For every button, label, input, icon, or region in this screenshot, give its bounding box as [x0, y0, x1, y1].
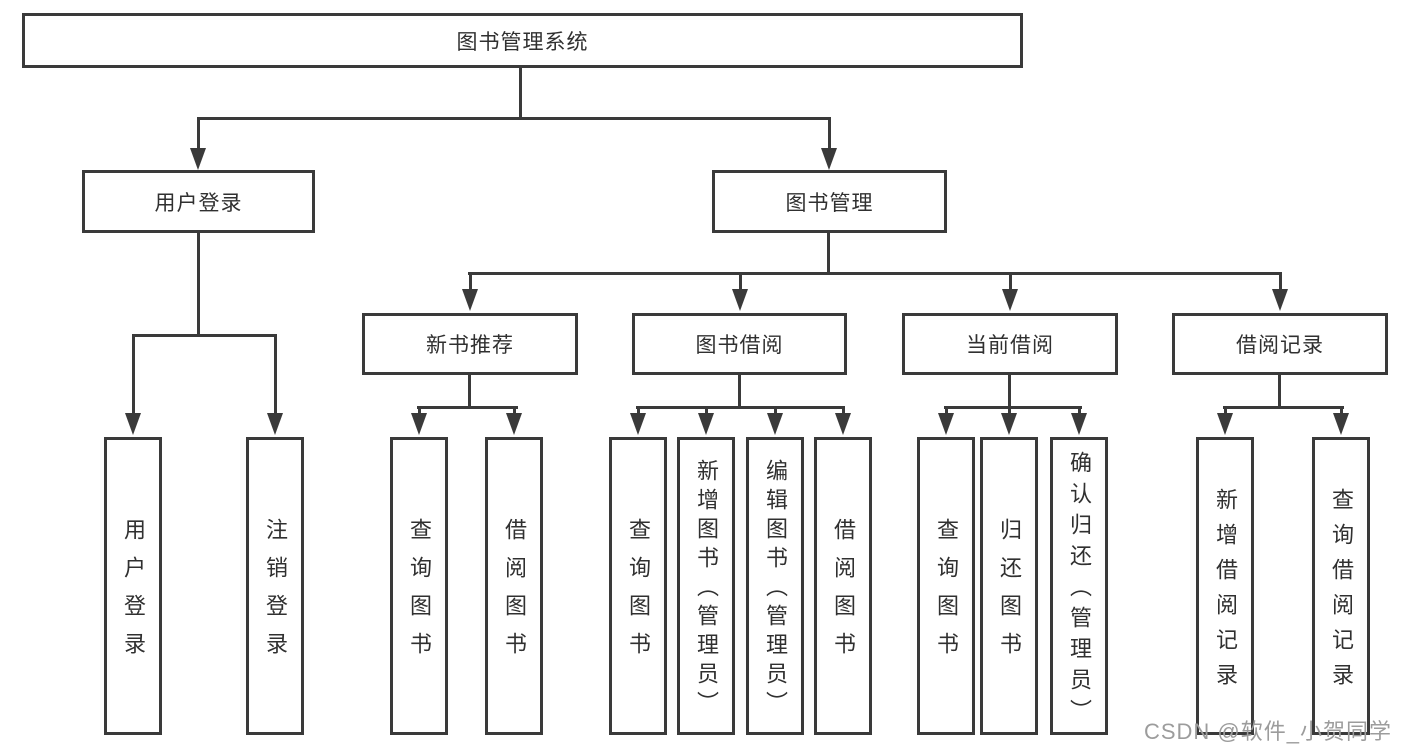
connector-line: [197, 117, 831, 120]
leaf-borrow-books-2: 借阅图书: [814, 437, 872, 735]
leaf-add-borrow-record-label: 新增借阅记录: [1213, 487, 1238, 698]
leaf-borrow-books-1: 借阅图书: [485, 437, 543, 735]
connector-line: [738, 375, 741, 409]
connector-arrow-shaft: [196, 117, 200, 152]
connector-line: [944, 406, 1082, 409]
arrowhead-icon: [1272, 289, 1288, 311]
node-new-book-rec-label: 新书推荐: [426, 333, 514, 357]
connector-line: [636, 406, 845, 409]
leaf-edit-book-admin-label: 编辑图书（管理员）: [763, 459, 788, 720]
connector-line: [468, 272, 1282, 275]
arrowhead-icon: [1001, 413, 1017, 435]
arrowhead-icon: [411, 413, 427, 435]
arrowhead-icon: [506, 413, 522, 435]
leaf-confirm-return-admin: 确认归还（管理员）: [1050, 437, 1108, 735]
node-new-book-rec: 新书推荐: [362, 313, 578, 375]
connector-line: [468, 375, 471, 409]
leaf-return-books-label: 归还图书: [997, 518, 1022, 670]
connector-arrow-shaft: [1008, 272, 1012, 293]
connector-line: [197, 233, 200, 337]
connector-arrow-shaft: [468, 272, 472, 293]
connector-arrow-shaft: [704, 406, 708, 417]
leaf-return-books: 归还图书: [980, 437, 1038, 735]
connector-arrow-shaft: [944, 406, 948, 417]
connector-arrow-shaft: [738, 272, 742, 293]
connector-line: [827, 233, 830, 275]
connector-arrow-shaft: [636, 406, 640, 417]
node-book-mgmt-label: 图书管理: [785, 190, 874, 215]
node-borrow-records-label: 借阅记录: [1236, 333, 1324, 357]
arrowhead-icon: [267, 413, 283, 435]
arrowhead-icon: [732, 289, 748, 311]
arrowhead-icon: [125, 413, 141, 435]
connector-arrow-shaft: [1223, 406, 1227, 417]
leaf-query-books-1-label: 查询图书: [407, 518, 432, 670]
connector-arrow-shaft: [1077, 406, 1081, 417]
connector-arrow-shaft: [131, 334, 135, 417]
node-user-login: 用户登录: [82, 170, 315, 233]
leaf-add-book-admin: 新增图书（管理员）: [677, 437, 735, 735]
leaf-logout: 注销登录: [246, 437, 304, 735]
arrowhead-icon: [1071, 413, 1087, 435]
node-current-borrow: 当前借阅: [902, 313, 1118, 375]
leaf-confirm-return-admin-label: 确认归还（管理员）: [1067, 451, 1092, 730]
arrowhead-icon: [698, 413, 714, 435]
leaf-query-borrow-record-label: 查询借阅记录: [1329, 487, 1354, 698]
arrowhead-icon: [630, 413, 646, 435]
node-borrow-records: 借阅记录: [1172, 313, 1388, 375]
arrowhead-icon: [190, 148, 206, 170]
connector-line: [1223, 406, 1344, 409]
connector-arrow-shaft: [773, 406, 777, 417]
arrowhead-icon: [1333, 413, 1349, 435]
leaf-logout-label: 注销登录: [263, 518, 288, 670]
arrowhead-icon: [938, 413, 954, 435]
arrowhead-icon: [821, 148, 837, 170]
leaf-query-borrow-record: 查询借阅记录: [1312, 437, 1370, 735]
connector-line: [1278, 375, 1281, 409]
connector-arrow-shaft: [1339, 406, 1343, 417]
leaf-borrow-books-1-label: 借阅图书: [502, 518, 527, 670]
connector-arrow-shaft: [827, 117, 831, 152]
leaf-query-books-2: 查询图书: [609, 437, 667, 735]
leaf-user-login: 用户登录: [104, 437, 162, 735]
leaf-query-books-2-label: 查询图书: [626, 518, 651, 670]
leaf-add-book-admin-label: 新增图书（管理员）: [694, 459, 719, 720]
leaf-query-books-3: 查询图书: [917, 437, 975, 735]
arrowhead-icon: [462, 289, 478, 311]
root-box: 图书管理系统: [22, 13, 1023, 68]
leaf-user-login-label: 用户登录: [121, 518, 146, 670]
leaf-edit-book-admin: 编辑图书（管理员）: [746, 437, 804, 735]
connector-arrow-shaft: [417, 406, 421, 417]
watermark: CSDN @软件_小贺同学: [1143, 719, 1392, 744]
arrowhead-icon: [835, 413, 851, 435]
node-book-borrow-label: 图书借阅: [695, 333, 784, 357]
leaf-query-books-3-label: 查询图书: [934, 518, 959, 670]
connector-line: [132, 334, 277, 337]
node-book-borrow: 图书借阅: [632, 313, 847, 375]
leaf-add-borrow-record: 新增借阅记录: [1196, 437, 1254, 735]
connector-arrow-shaft: [841, 406, 845, 417]
connector-arrow-shaft: [1278, 272, 1282, 293]
node-user-login-label: 用户登录: [154, 190, 243, 215]
connector-line: [417, 406, 518, 409]
node-current-borrow-label: 当前借阅: [966, 333, 1054, 357]
root-label: 图书管理系统: [456, 29, 589, 54]
connector-line: [519, 68, 522, 120]
arrowhead-icon: [1217, 413, 1233, 435]
leaf-query-books-1: 查询图书: [390, 437, 448, 735]
connector-arrow-shaft: [512, 406, 516, 417]
connector-line: [1008, 375, 1011, 409]
arrowhead-icon: [767, 413, 783, 435]
arrowhead-icon: [1002, 289, 1018, 311]
connector-arrow-shaft: [273, 334, 277, 417]
leaf-borrow-books-2-label: 借阅图书: [831, 518, 856, 670]
connector-arrow-shaft: [1007, 406, 1011, 417]
node-book-mgmt: 图书管理: [712, 170, 947, 233]
